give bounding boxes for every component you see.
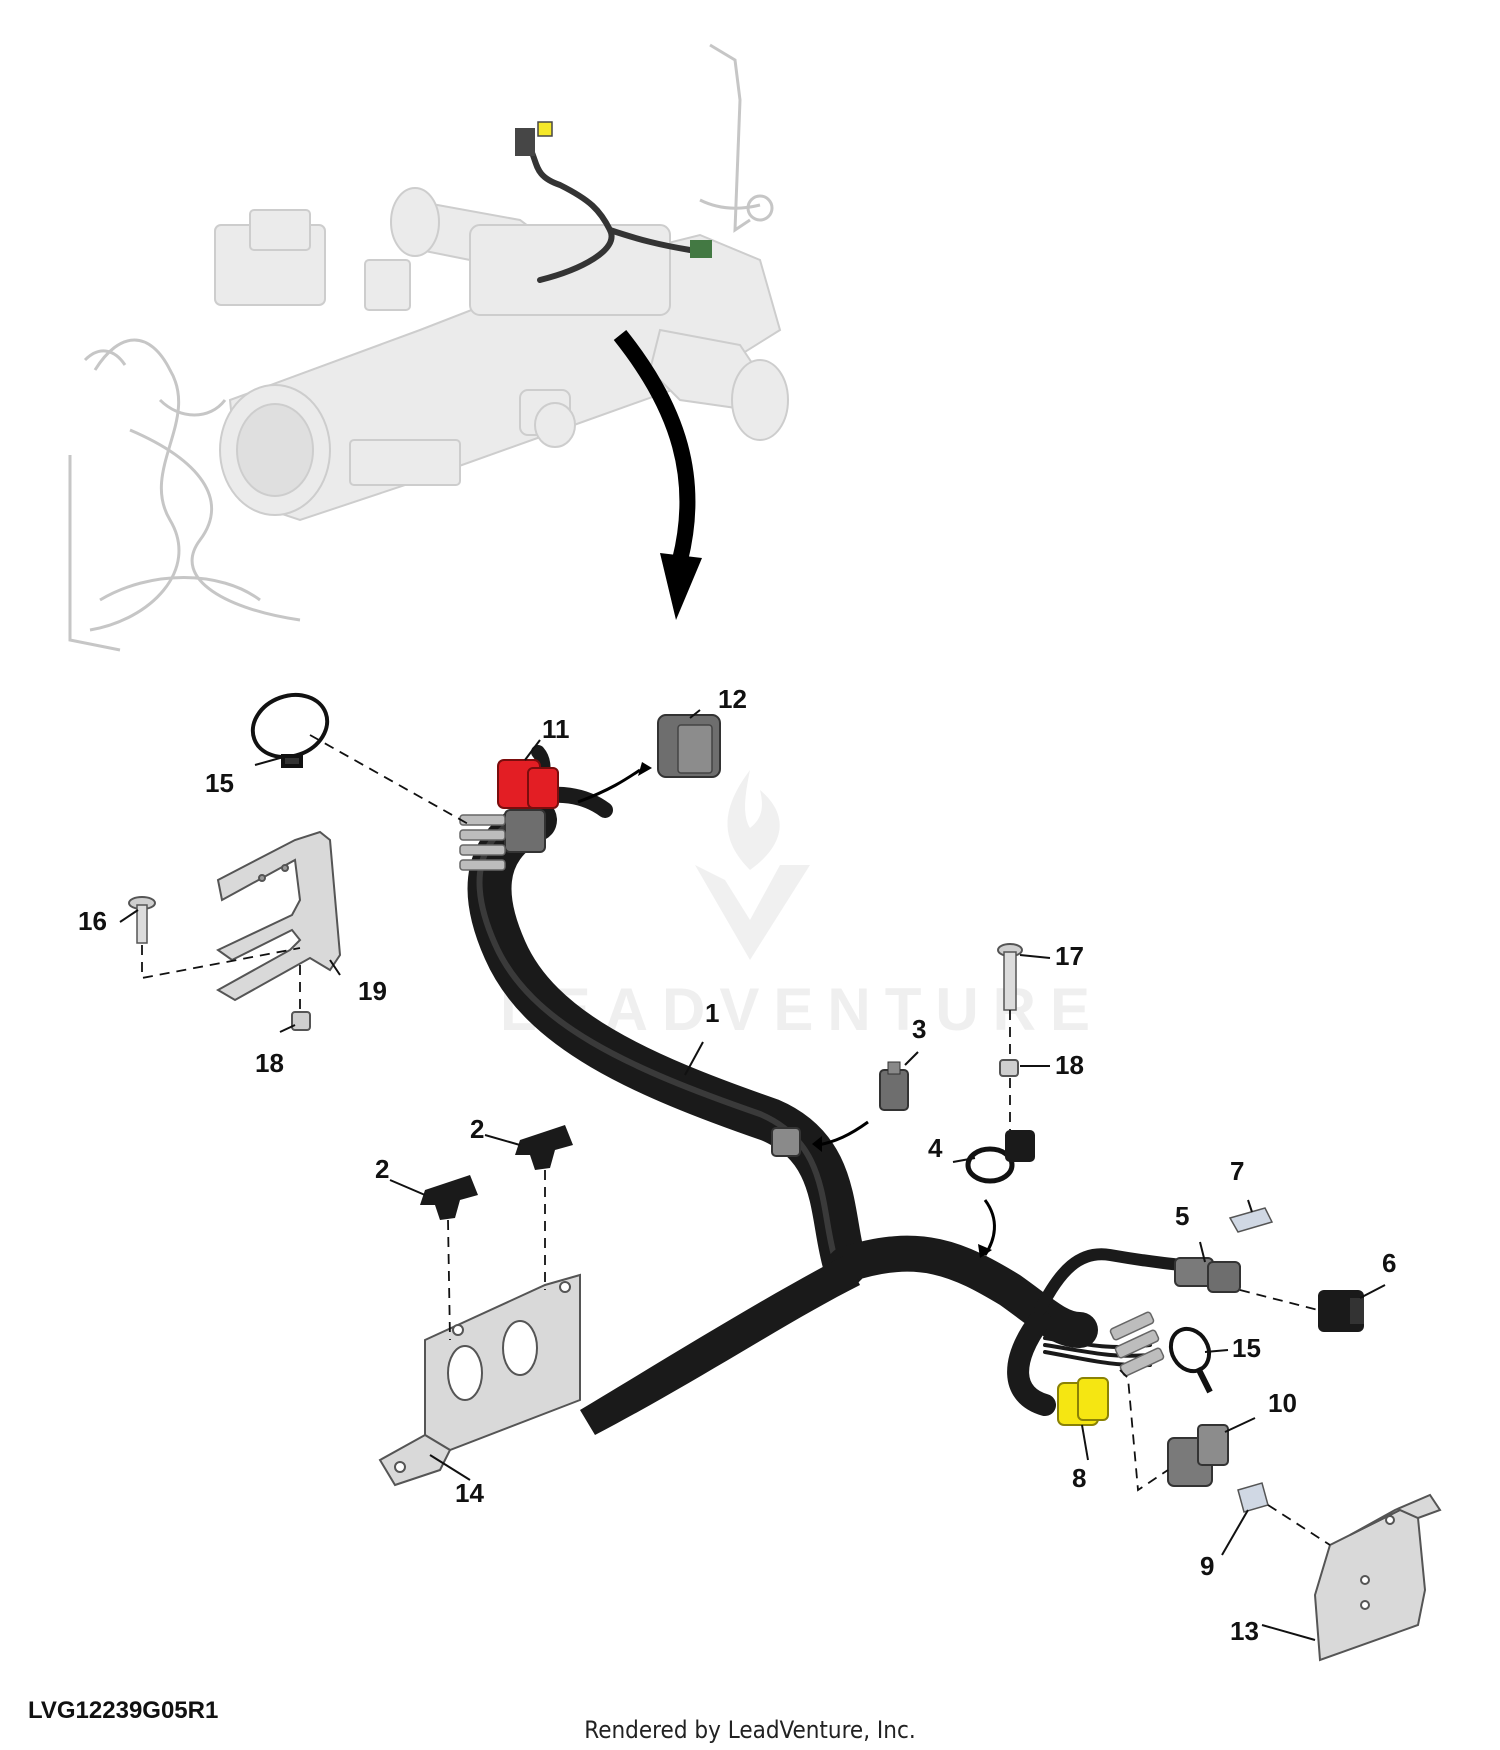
connector-8-yellow [1057,1377,1109,1426]
callout-8: 8 [1072,1463,1086,1493]
callout-18-right: 18 [1055,1050,1084,1080]
wiring-harness-1 [467,745,1216,1416]
callout-5: 5 [1175,1201,1189,1231]
callout-labels: 1 2 2 3 4 5 6 7 8 9 10 11 12 13 14 15 15… [78,684,1396,1646]
callout-13: 13 [1230,1616,1259,1646]
direction-arrow-heads [638,762,992,1258]
cable-strap-15-upper [250,692,330,768]
connector-10 [1167,1424,1229,1487]
callout-3: 3 [912,1014,926,1044]
callout-2-left: 2 [375,1154,389,1184]
connector-pins-right [1109,1311,1165,1377]
callout-15-upper: 15 [205,768,234,798]
clip-9 [1237,1482,1269,1513]
inline-connector-on-harness [771,1127,801,1157]
callout-18-left: 18 [255,1048,284,1078]
clamp-4 [965,1130,1035,1184]
bracket-19 [215,830,342,1002]
connector-pins-left [459,814,506,871]
callout-14: 14 [455,1478,484,1508]
detail-arrow [613,330,702,620]
callout-6: 6 [1382,1248,1396,1278]
nut-18-left [291,1011,311,1031]
transmission-assembly-overview [68,43,789,652]
callout-11: 11 [542,714,570,744]
connector-5 [1174,1257,1241,1293]
callout-17: 17 [1055,941,1084,971]
bolt-17 [997,943,1023,1011]
callout-4: 4 [928,1133,943,1163]
bolt-16 [128,896,156,944]
leader-lines [119,709,1386,1641]
connector-gray-lower [504,809,546,853]
bracket-14 [378,1273,581,1487]
clip-7 [1228,1207,1274,1233]
callout-16: 16 [78,906,107,936]
nut-18-right [999,1059,1019,1077]
clip-2 [420,1125,573,1220]
callout-19: 19 [358,976,387,1006]
callout-7: 7 [1230,1156,1244,1186]
connector-6 [1318,1290,1364,1332]
connector-12 [657,714,721,778]
render-credit: Rendered by LeadVenture, Inc. [584,1716,916,1744]
harness-branch-tail [580,1255,860,1435]
connector-11-red [497,759,559,809]
callout-10: 10 [1268,1388,1297,1418]
watermark: LEADVENTURE [500,770,1090,1043]
dashed-assembly-lines [141,734,1331,1546]
bracket-13 [1313,1493,1442,1662]
callout-15-lower: 15 [1232,1333,1261,1363]
callout-9: 9 [1200,1551,1214,1581]
callout-2-right: 2 [470,1114,484,1144]
connector-3 [879,1061,909,1111]
cable-strap-15-lower [1168,1326,1213,1394]
callout-12: 12 [718,684,747,714]
callout-1: 1 [705,998,719,1028]
drawing-id: LVG12239G05R1 [28,1697,219,1724]
